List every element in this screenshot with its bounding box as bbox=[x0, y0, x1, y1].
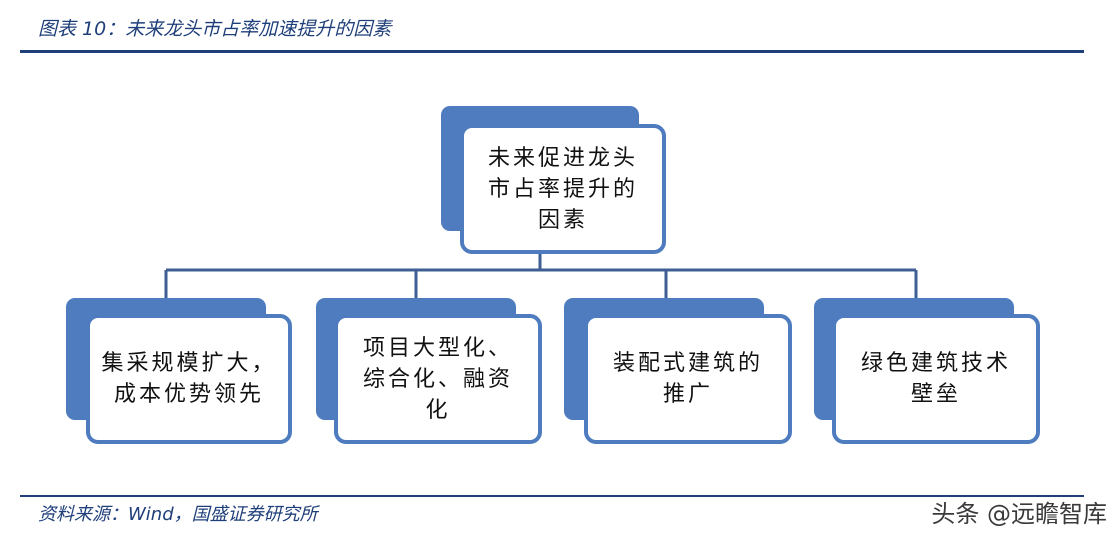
child-1-line-1: 集采规模扩大， bbox=[101, 351, 277, 376]
child-2-line-3: 化 bbox=[425, 397, 451, 423]
child-node-1: 集采规模扩大， 成本优势领先 bbox=[86, 314, 292, 444]
child-node-2-text: 项目大型化、 综合化、融资 化 bbox=[363, 333, 513, 426]
footer-divider bbox=[20, 495, 1084, 497]
child-node-3-text: 装配式建筑的 推广 bbox=[613, 348, 763, 410]
child-2-line-1: 项目大型化、 bbox=[362, 335, 513, 361]
child-1-line-2: 成本优势领先 bbox=[113, 382, 264, 407]
child-node-4: 绿色建筑技术 壁垒 bbox=[832, 314, 1040, 444]
source-note: 资料来源：Wind，国盛证券研究所 bbox=[38, 504, 318, 525]
root-node-text: 未来促进龙头 市占率提升的 因素 bbox=[488, 143, 638, 236]
root-line-1: 未来促进龙头 bbox=[487, 145, 638, 171]
root-line-2: 市占率提升的 bbox=[487, 176, 638, 202]
child-2-line-2: 综合化、融资 bbox=[362, 366, 513, 392]
root-node: 未来促进龙头 市占率提升的 因素 bbox=[460, 124, 666, 254]
child-4-line-2: 壁垒 bbox=[910, 382, 961, 407]
header-divider bbox=[20, 50, 1084, 53]
child-3-line-1: 装配式建筑的 bbox=[612, 351, 763, 376]
child-4-line-1: 绿色建筑技术 bbox=[860, 351, 1011, 376]
child-node-3: 装配式建筑的 推广 bbox=[584, 314, 792, 444]
child-3-line-2: 推广 bbox=[662, 382, 713, 407]
child-node-4-text: 绿色建筑技术 壁垒 bbox=[861, 348, 1011, 410]
root-line-3: 因素 bbox=[537, 207, 588, 233]
child-node-2: 项目大型化、 综合化、融资 化 bbox=[334, 314, 542, 444]
child-node-1-text: 集采规模扩大， 成本优势领先 bbox=[101, 348, 276, 410]
figure-caption: 图表 10：未来龙头市占率加速提升的因素 bbox=[38, 18, 392, 40]
watermark-text: 头条 @远瞻智库 bbox=[931, 500, 1107, 528]
